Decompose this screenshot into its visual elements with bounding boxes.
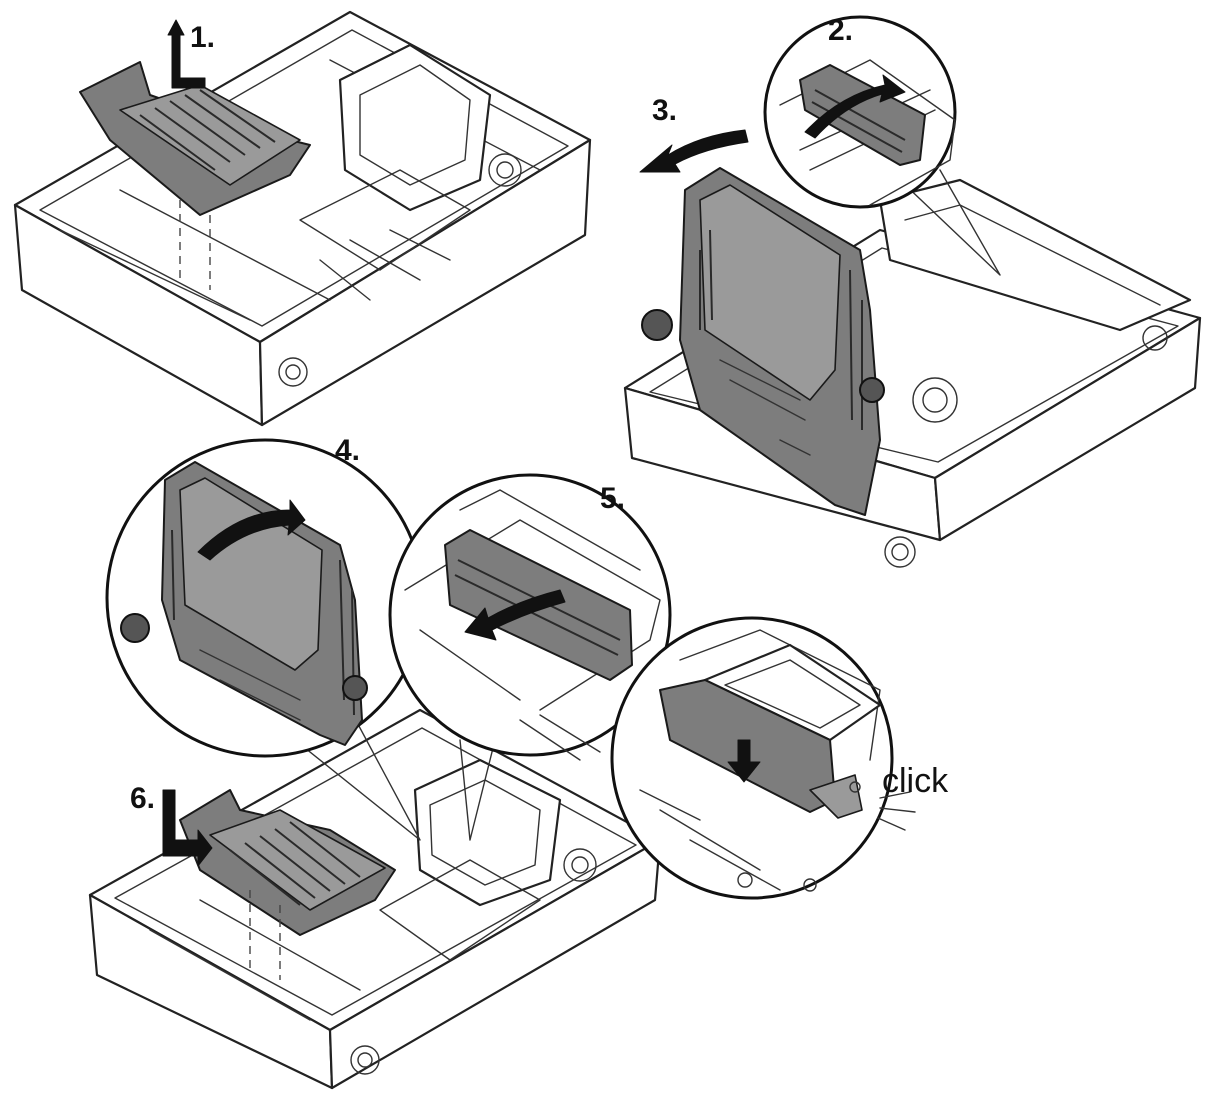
panel-step-5-detail: 5. xyxy=(388,473,672,841)
panel-step-3: 3. xyxy=(623,94,1202,568)
click-annotation: click xyxy=(882,762,949,800)
panel-step-4-detail: 4. xyxy=(105,434,425,841)
panel-step-1: 1. xyxy=(13,10,592,427)
panel-click-detail: click xyxy=(610,616,949,900)
step-3-label: 3. xyxy=(652,94,677,127)
panel-step-2-detail: 2. xyxy=(763,14,1001,276)
step-6-label: 6. xyxy=(130,782,155,815)
step-4-label: 4. xyxy=(335,434,360,467)
step-2-label: 2. xyxy=(828,14,853,47)
panel-step-6: 6. xyxy=(88,708,662,1090)
step-5-label: 5. xyxy=(600,482,625,515)
step-1-label: 1. xyxy=(190,21,215,54)
